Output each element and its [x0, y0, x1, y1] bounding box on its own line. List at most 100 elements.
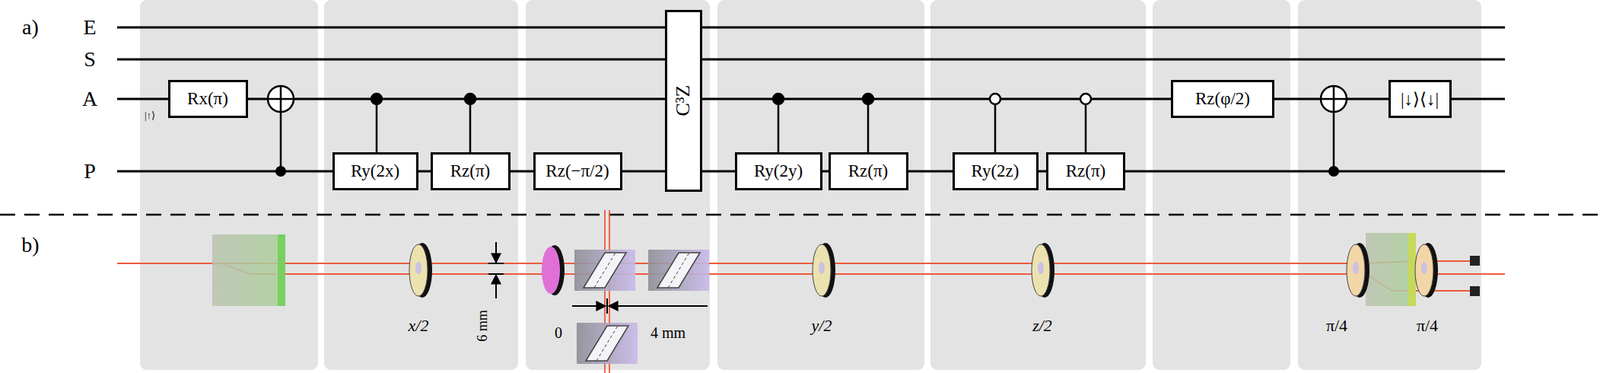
cnot-target	[267, 85, 294, 112]
wave-plate	[812, 242, 836, 298]
gate-label: Rz(−π/2)	[545, 161, 609, 182]
laser-beam	[220, 263, 1366, 274]
control-dot	[862, 93, 874, 105]
step-panel	[930, 0, 1146, 370]
gate-label: Ry(2z)	[971, 161, 1020, 182]
qubit-wire	[117, 58, 1505, 61]
wave-plate-face	[541, 246, 560, 294]
gate-box: Ry(2y)	[734, 152, 823, 191]
prism-body	[574, 249, 636, 291]
control-line	[469, 98, 472, 153]
step-panel	[324, 0, 519, 370]
step-panel	[717, 0, 925, 370]
dimension-arrow	[495, 241, 497, 263]
prism-diagonal	[594, 252, 616, 288]
gate-box: Ry(2x)	[332, 152, 419, 191]
wave-plate	[1415, 242, 1438, 298]
dimension-tick	[488, 273, 504, 275]
plate-angle-label: π/4	[1416, 317, 1438, 334]
open-control-dot	[1080, 93, 1092, 105]
beam-displacer	[1365, 232, 1416, 306]
open-control-dot	[989, 93, 1001, 105]
multi-controlled-gate: C³Z	[664, 9, 703, 192]
qubit-wire	[117, 98, 1505, 101]
control-line	[867, 98, 870, 153]
prism	[574, 249, 636, 291]
gate-label: Rz(π)	[1065, 161, 1106, 182]
step-panel	[525, 0, 710, 370]
prism	[576, 322, 638, 364]
control-dot	[1328, 165, 1340, 177]
wave-plate-face	[812, 244, 831, 296]
wave-plate-centre	[818, 261, 825, 274]
gate-box: Rz(φ/2)	[1170, 79, 1275, 118]
prism-face	[585, 325, 629, 361]
prism-face	[583, 252, 627, 288]
step-panel	[139, 0, 319, 370]
initial-state: |↑⟩	[144, 110, 156, 121]
gate-box: Rx(π)	[168, 79, 249, 118]
wave-plate-centre	[1037, 261, 1044, 274]
control-dot	[275, 165, 287, 177]
gate-label: |↓⟩⟨↓|	[1400, 89, 1439, 110]
wave-plate-centre	[415, 261, 422, 274]
control-line	[375, 98, 379, 153]
beam-displacer	[1408, 232, 1416, 306]
control-line	[994, 98, 997, 153]
gate-label: Ry(2x)	[350, 161, 400, 182]
control-dot	[371, 93, 382, 105]
gate-label: Rz(π)	[848, 161, 888, 182]
wave-plate	[409, 242, 433, 298]
gate-label: Ry(2y)	[753, 161, 803, 182]
gate-box: Rz(−π/2)	[533, 152, 623, 191]
gate-box: |↓⟩⟨↓|	[1388, 79, 1452, 118]
wave-plate-face	[409, 244, 428, 296]
panel-letter: a)	[22, 16, 39, 39]
dimension-label: 0	[554, 324, 563, 341]
gate-box: Rz(π)	[1046, 152, 1126, 191]
wire-label: A	[82, 88, 98, 110]
gate-box: Rz(π)	[430, 152, 511, 191]
dimension-arrow	[572, 305, 606, 307]
wire-label: S	[83, 48, 96, 70]
detector	[1469, 286, 1480, 296]
control-dot	[464, 93, 476, 105]
laser-beam	[117, 262, 1366, 265]
dimension-arrow	[608, 305, 708, 307]
prism-body	[576, 322, 638, 364]
gate-box: Rz(π)	[828, 152, 909, 191]
dimension-tick	[606, 298, 608, 314]
control-line	[1084, 98, 1088, 153]
gate-label: C³Z	[671, 84, 695, 116]
qubit-wire	[117, 26, 1505, 29]
cnot-target	[1332, 85, 1336, 112]
plate-angle-label: z/2	[1032, 317, 1053, 334]
beam-displacer	[277, 234, 286, 306]
dimension-label: 6 mm	[475, 309, 490, 342]
detector	[1469, 255, 1480, 266]
control-line	[777, 98, 780, 153]
gate-label: Rz(π)	[450, 161, 490, 182]
wire-label: E	[82, 16, 96, 39]
wave-plate-centre	[1421, 261, 1428, 274]
prism-body	[648, 249, 710, 291]
wave-plate-centre	[1352, 261, 1359, 274]
dimension-label: 4 mm	[650, 324, 686, 341]
plate-angle-label: y/2	[811, 317, 833, 334]
gate-label: Rz(φ/2)	[1195, 89, 1251, 109]
prism-diagonal	[667, 252, 690, 288]
beam-displacer	[212, 234, 286, 306]
prism	[648, 249, 710, 291]
step-panel	[1152, 0, 1291, 370]
cnot-target	[1320, 85, 1347, 112]
wave-plate-face	[1031, 244, 1050, 296]
gate-label: Rx(π)	[187, 89, 229, 109]
wave-plate	[1346, 242, 1370, 298]
plate-angle-label: π/4	[1326, 317, 1348, 334]
wave-plate-face	[1415, 244, 1434, 296]
separator-line	[0, 213, 1600, 217]
panel-letter: b)	[21, 234, 39, 256]
gate-box: Ry(2z)	[952, 152, 1039, 191]
prism-face	[657, 252, 700, 288]
